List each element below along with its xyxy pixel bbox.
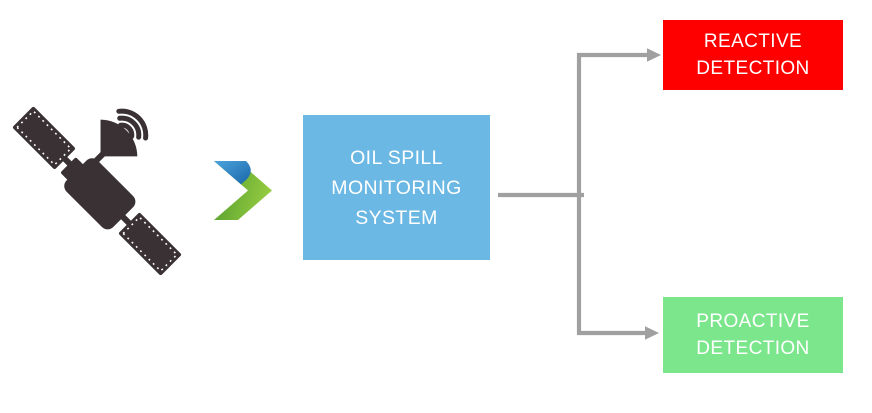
satellite-panel-dots-bottom — [122, 216, 179, 273]
node-label-line: REACTIVE — [703, 31, 803, 52]
node-label-line: MONITORING — [331, 176, 462, 199]
satellite-panel-dots-top — [15, 109, 72, 166]
signal-waves-icon — [116, 108, 149, 141]
arrowheads-group — [645, 48, 661, 340]
satellite-body-group — [12, 106, 182, 276]
arrowhead-reactive-icon — [647, 48, 661, 62]
node-label-line: SYSTEM — [355, 206, 438, 229]
satellite-body — [64, 158, 136, 230]
node-oil-spill-monitoring-system: OIL SPILL MONITORING SYSTEM — [303, 115, 490, 260]
chevron-right-icon — [214, 161, 272, 220]
node-label-line: DETECTION — [696, 58, 810, 79]
connector-to-proactive — [576, 195, 645, 336]
node-proactive-detection: PROACTIVE DETECTION — [663, 297, 843, 373]
satellite-solar-panel-top — [12, 106, 75, 169]
node-label-line: PROACTIVE — [696, 311, 810, 332]
satellite-dish-icon — [100, 119, 138, 157]
connector-group — [498, 52, 647, 336]
satellite-body-step — [61, 157, 85, 182]
arrowhead-proactive-icon — [645, 326, 659, 340]
connector-to-reactive — [576, 52, 647, 195]
node-reactive-detection: REACTIVE DETECTION — [663, 20, 843, 90]
node-label-line: OIL SPILL — [350, 146, 443, 169]
node-label-line: DETECTION — [696, 338, 810, 359]
chevron-blue-wing — [214, 161, 251, 185]
satellite-solar-panel-bottom — [119, 213, 182, 276]
satellite-icon — [12, 106, 182, 276]
